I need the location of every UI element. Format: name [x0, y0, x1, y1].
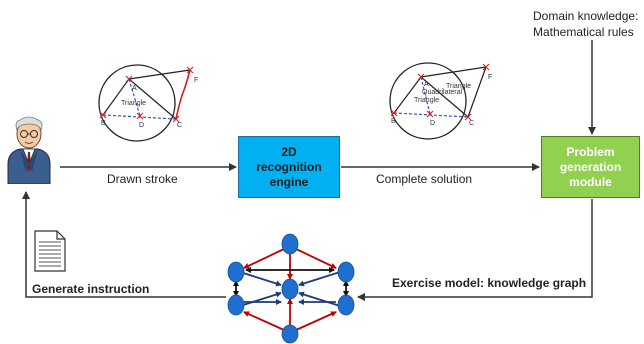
generate-instruction-label: Generate instruction	[32, 282, 150, 296]
document-icon	[34, 230, 66, 272]
problem-line3: module	[569, 174, 612, 189]
domain-knowledge-line2: Mathematical rules	[533, 25, 634, 39]
fig1-point-a: A	[132, 85, 137, 92]
arrow-generate-instruction	[22, 191, 226, 298]
domain-knowledge-label: Domain knowledge: Mathematical rules	[533, 8, 638, 40]
fig1-triangle-text: Triangle	[121, 100, 146, 107]
fig1-point-f: F	[194, 77, 198, 84]
exercise-model-label: Exercise model: knowledge graph	[392, 276, 587, 290]
recognition-engine-box: 2D recognition engine	[238, 136, 340, 198]
problem-line1: Problem	[566, 144, 615, 159]
fig2-point-f: F	[488, 74, 492, 81]
fig2-triangle-text-2: Triangle	[414, 97, 439, 104]
graph-node-center	[281, 278, 299, 300]
fig2-quadrilateral-text: Quadrilateral	[422, 89, 463, 96]
fig2-triangle-text-1: Triangle	[446, 83, 471, 90]
engine-line1: 2D	[281, 144, 297, 159]
fig2-point-d: D	[430, 120, 435, 127]
fig2-point-a: A	[424, 81, 429, 88]
fig1-point-b: B	[101, 120, 106, 127]
graph-node-right-lower	[337, 294, 355, 316]
graph-node-top	[281, 233, 299, 255]
fig1-point-c: C	[177, 122, 182, 129]
teacher-avatar-icon	[7, 116, 51, 184]
engine-line2: recognition	[256, 159, 322, 174]
fig2-point-c: C	[469, 120, 474, 127]
graph-node-bottom	[281, 324, 299, 344]
domain-knowledge-line1: Domain knowledge:	[533, 9, 639, 23]
problem-line2: generation	[559, 159, 622, 174]
graph-node-right-upper	[337, 261, 355, 283]
fig1-point-d: D	[139, 122, 144, 129]
fig2-point-b: B	[391, 118, 396, 125]
graph-node-left-lower	[227, 294, 245, 316]
arrow-exercise-model	[357, 199, 593, 301]
graph-node-left-upper	[227, 261, 245, 283]
drawn-stroke-label: Drawn stroke	[107, 172, 178, 186]
engine-line3: engine	[269, 174, 309, 189]
problem-generation-box: Problem generation module	[541, 136, 640, 198]
complete-solution-label: Complete solution	[376, 172, 473, 186]
